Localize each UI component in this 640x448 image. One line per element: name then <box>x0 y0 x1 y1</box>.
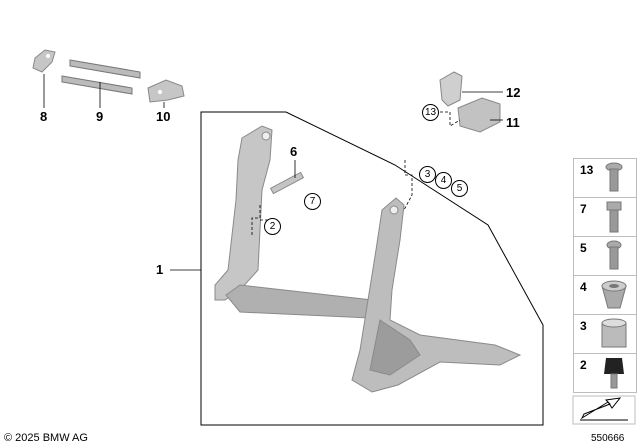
round-head-bolt-icon <box>606 240 622 270</box>
callout-label: 8 <box>40 109 48 124</box>
leader-line <box>440 111 461 127</box>
rubber-buffer-icon <box>604 358 624 389</box>
side-part-7[interactable]: 7 <box>573 197 637 237</box>
side-part-label: 13 <box>580 163 594 177</box>
leader-line <box>251 205 270 235</box>
hex-bolt-icon <box>606 201 622 233</box>
side-part-13[interactable]: 13 <box>573 158 637 198</box>
copyright-text: © 2025 BMW AG <box>4 432 88 444</box>
side-part-label: 7 <box>580 202 587 216</box>
side-part-5[interactable]: 5 <box>573 236 637 276</box>
side-part-label: 4 <box>580 280 587 294</box>
conical-bushing-icon <box>601 280 627 309</box>
side-part-2[interactable]: 2 <box>573 353 637 393</box>
circled-callout: 3 <box>419 166 436 183</box>
image-number: 550666 <box>591 433 625 444</box>
callout-label: 12 <box>506 85 521 100</box>
spring-bracket-part <box>147 79 185 103</box>
side-part-label: 2 <box>580 358 587 372</box>
circled-callout: 5 <box>451 180 468 197</box>
sleeve-bushing-icon <box>601 318 627 348</box>
callout-label: 11 <box>506 115 520 130</box>
side-part-3[interactable]: 3 <box>573 314 637 354</box>
switch-bracket-part <box>439 71 501 133</box>
spring-part <box>61 59 141 95</box>
center-stand-part <box>214 125 522 393</box>
circled-callout: 7 <box>304 193 321 210</box>
countersunk-screw-icon <box>605 162 623 192</box>
leader-line <box>403 160 413 211</box>
arrow-icon <box>572 395 636 425</box>
callout-label: 9 <box>96 109 104 124</box>
callout-label: 10 <box>156 109 171 124</box>
callout-label: 6 <box>290 144 298 159</box>
side-part-label: 3 <box>580 319 587 333</box>
callout-label: 1 <box>156 262 164 277</box>
circled-callout: 13 <box>422 104 439 121</box>
pin-part <box>269 171 305 195</box>
circled-callout: 2 <box>264 218 281 235</box>
side-part-label: 5 <box>580 241 587 255</box>
circled-callout: 4 <box>435 172 452 189</box>
assembly-frame <box>200 111 544 426</box>
small-bracket-part <box>32 49 56 73</box>
side-part-4[interactable]: 4 <box>573 275 637 315</box>
